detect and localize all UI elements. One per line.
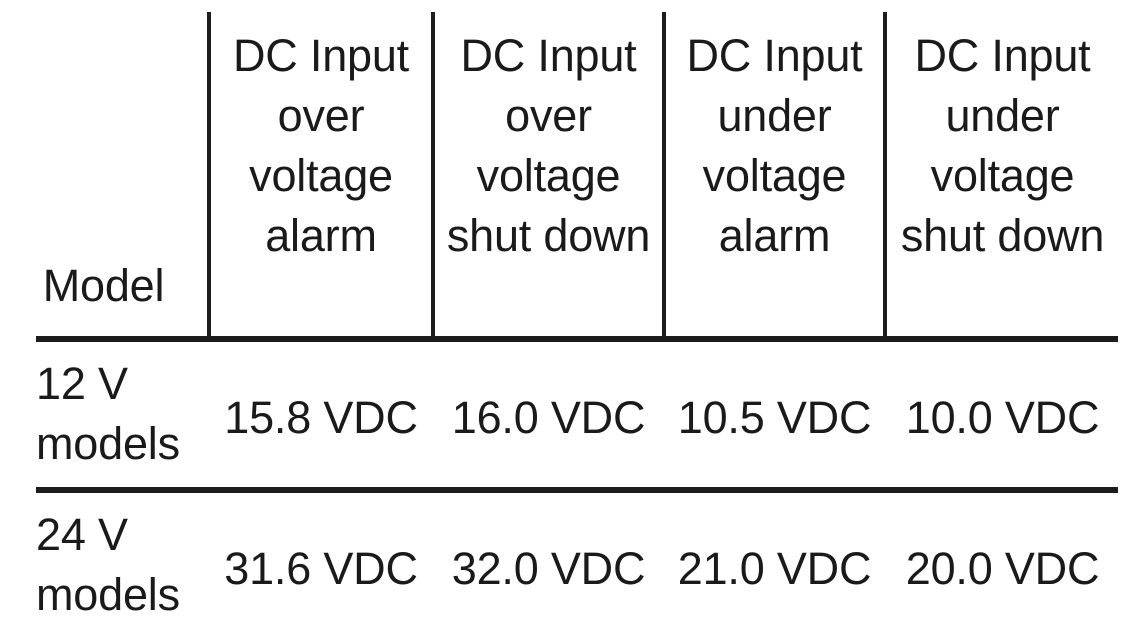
- row-label-line: 24 V: [36, 509, 128, 560]
- cell-value: 20.0 VDC: [905, 542, 1100, 594]
- column-header-line: over: [277, 90, 365, 141]
- column-header-line: DC Input: [460, 30, 637, 81]
- column-header-line: shut down: [900, 210, 1105, 261]
- cell-value: 10.0 VDC: [905, 391, 1100, 443]
- cell-under-voltage-shut-down: 10.0 VDC: [887, 342, 1118, 493]
- column-header-line: DC Input: [914, 30, 1091, 81]
- column-header-dc-input-over-voltage-shut-down: DC Input over voltage shut down: [435, 0, 662, 336]
- column-header-line: alarm: [718, 210, 831, 261]
- cell-under-voltage-alarm: 10.5 VDC: [666, 342, 883, 493]
- table-header-row: Model DC Input over voltage alarm DC Inp…: [0, 0, 1118, 336]
- row-label-line: models: [36, 418, 180, 469]
- cell-under-voltage-shut-down: 20.0 VDC: [887, 493, 1118, 644]
- column-header-line: under: [717, 90, 832, 141]
- column-separator-3: [662, 12, 666, 336]
- cell-over-voltage-alarm: 15.8 VDC: [211, 342, 431, 493]
- cell-value: 10.5 VDC: [677, 391, 872, 443]
- column-header-line: DC Input: [686, 30, 863, 81]
- column-header-line: shut down: [446, 210, 651, 261]
- column-header-line: voltage: [476, 150, 621, 201]
- cell-over-voltage-alarm: 31.6 VDC: [211, 493, 431, 644]
- column-header-line: under: [945, 90, 1060, 141]
- cell-value: 32.0 VDC: [451, 542, 646, 594]
- cell-value: 21.0 VDC: [677, 542, 872, 594]
- row-label-cell: 24 V models: [0, 493, 207, 644]
- column-header-line: alarm: [265, 210, 377, 261]
- cell-over-voltage-shut-down: 32.0 VDC: [435, 493, 662, 644]
- row-label-line: models: [36, 569, 180, 620]
- column-header-dc-input-under-voltage-shut-down: DC Input under voltage shut down: [887, 0, 1118, 336]
- column-separator-4: [883, 12, 887, 336]
- column-header-line: DC Input: [233, 30, 409, 81]
- row-label-cell: 12 V models: [0, 342, 207, 493]
- column-header-line: Model: [42, 260, 165, 311]
- column-separator-1: [207, 12, 211, 336]
- row-label-line: 12 V: [36, 358, 128, 409]
- column-separator-2: [431, 12, 435, 336]
- cell-under-voltage-alarm: 21.0 VDC: [666, 493, 883, 644]
- column-header-line: voltage: [930, 150, 1075, 201]
- cell-value: 31.6 VDC: [224, 542, 418, 594]
- column-header-line: voltage: [249, 150, 393, 201]
- row-divider-rule: [36, 487, 1118, 493]
- column-header-line: over: [505, 90, 592, 141]
- cell-value: 16.0 VDC: [451, 391, 646, 443]
- column-header-dc-input-over-voltage-alarm: DC Input over voltage alarm: [211, 0, 431, 336]
- cell-over-voltage-shut-down: 16.0 VDC: [435, 342, 662, 493]
- column-header-dc-input-under-voltage-alarm: DC Input under voltage alarm: [666, 0, 883, 336]
- table-row: 24 V models 31.6 VDC 32.0 VDC 21.0 VDC 2…: [0, 493, 1127, 644]
- column-header-model: Model: [0, 0, 207, 336]
- table-row: 12 V models 15.8 VDC 16.0 VDC 10.5 VDC 1…: [0, 342, 1127, 493]
- cell-value: 15.8 VDC: [224, 391, 418, 443]
- header-bottom-rule: [36, 336, 1118, 342]
- column-header-line: voltage: [702, 150, 847, 201]
